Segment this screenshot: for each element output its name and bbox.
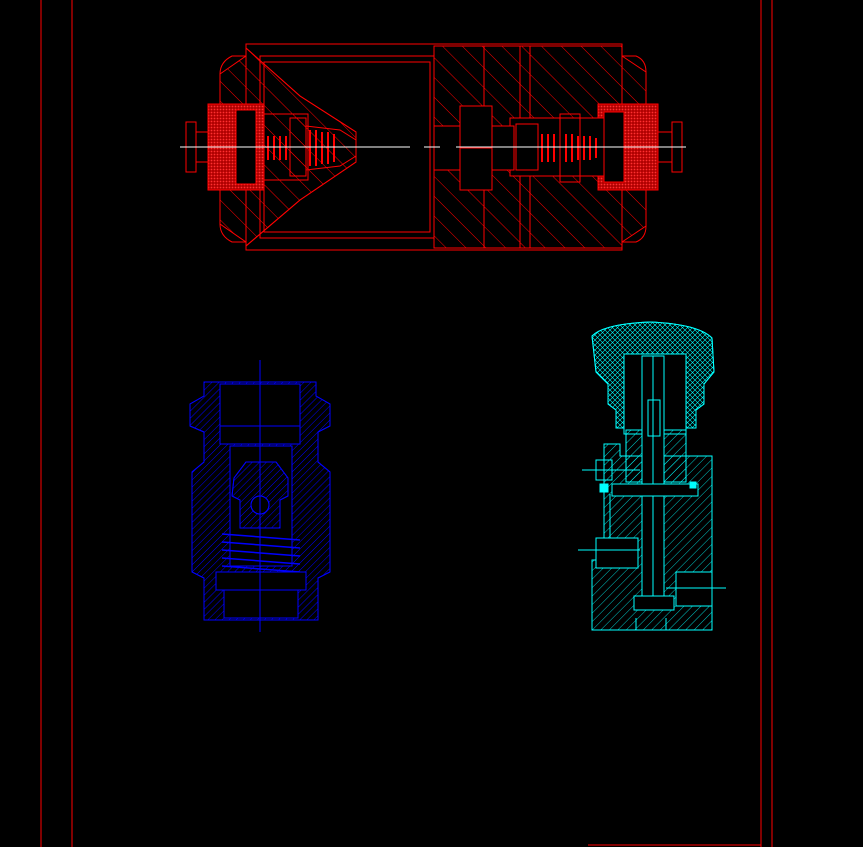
cyan-valve-section (578, 321, 726, 631)
blue-valve-section (189, 360, 331, 632)
drawing-frame (40, 0, 773, 847)
